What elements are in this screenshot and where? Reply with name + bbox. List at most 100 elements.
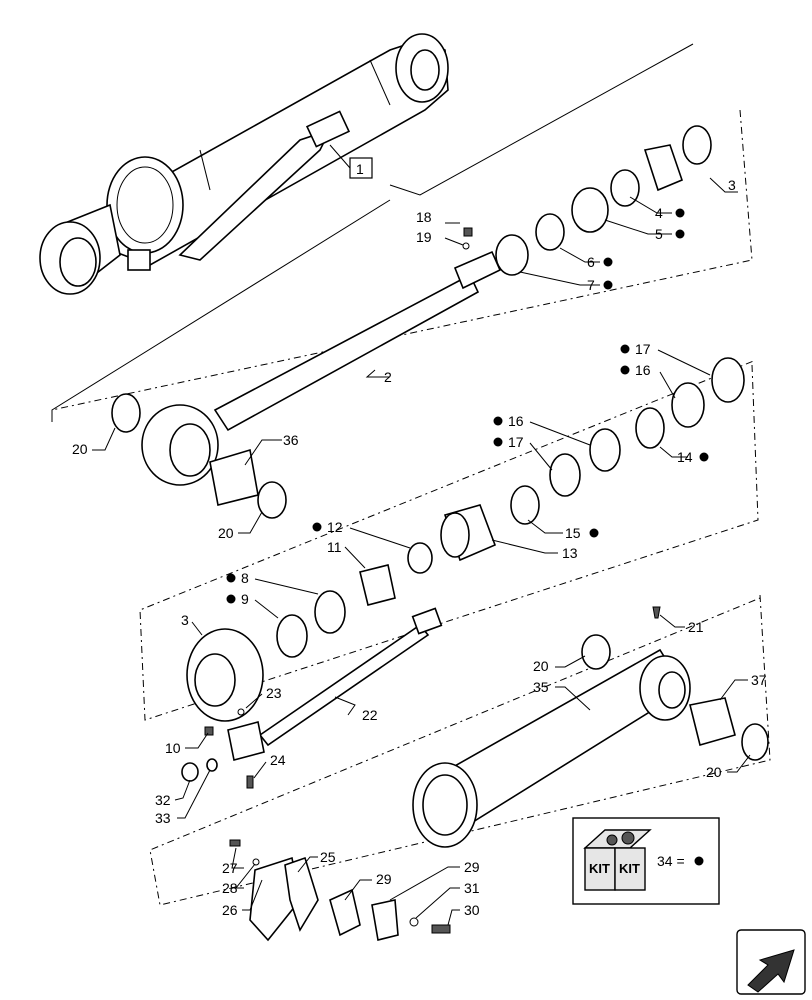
leader-10 <box>185 732 209 749</box>
leader-11 <box>344 546 366 569</box>
label-26: 26 <box>222 902 238 918</box>
label-32: 32 <box>155 792 171 808</box>
label-29a: 29 <box>376 871 392 887</box>
kit-box-front-right <box>614 847 646 891</box>
plate-29a <box>329 888 361 937</box>
leader-lines <box>92 177 751 926</box>
seal-14 <box>635 407 665 449</box>
leader-36 <box>244 439 282 466</box>
label-15: 15 <box>565 525 581 541</box>
label-9: 9 <box>241 591 249 607</box>
label-24: 24 <box>270 752 286 768</box>
cylinder-head-bolt-circle <box>116 166 174 244</box>
label-8: 8 <box>241 570 249 586</box>
leader-26 <box>242 879 263 911</box>
seal-4 <box>610 169 640 207</box>
kit-equation: 34 = <box>657 853 685 869</box>
leader-16b <box>529 421 591 446</box>
leader-24 <box>253 761 267 779</box>
dot-8 <box>226 573 236 583</box>
dot-15 <box>589 528 599 538</box>
arrow-icon[interactable] <box>747 949 795 993</box>
leader-3b <box>191 621 203 636</box>
leader-25 <box>297 856 318 873</box>
seal-17b <box>549 453 581 497</box>
leader-14 <box>659 446 688 458</box>
dot-7 <box>603 280 613 290</box>
seal-20c <box>581 634 611 670</box>
label-6: 6 <box>587 254 595 270</box>
rod-end-eye-bore <box>169 423 211 477</box>
bushing-3 <box>643 144 683 192</box>
callout-1-leader <box>329 144 351 169</box>
cylinder-head-bore <box>194 653 236 707</box>
dot-12 <box>312 522 322 532</box>
leader-29b <box>389 866 460 901</box>
seal-8 <box>314 590 346 634</box>
label-12: 12 <box>327 519 343 535</box>
piston-rod <box>213 273 480 432</box>
leader-20d <box>727 754 751 773</box>
seal-12 <box>407 542 433 574</box>
label-13: 13 <box>562 545 578 561</box>
seal-16a <box>671 382 705 428</box>
kit-legend: KIT KIT 34 = <box>572 817 720 905</box>
label-35: 35 <box>533 679 549 695</box>
leader-8 <box>254 578 319 595</box>
seal-20d <box>741 723 769 761</box>
dot-14 <box>699 452 709 462</box>
label-2: 2 <box>384 369 392 385</box>
bushing-37 <box>689 697 736 746</box>
rod-thread <box>453 250 502 290</box>
dot-5 <box>675 229 685 239</box>
dot-17a <box>620 344 630 354</box>
label-22: 22 <box>362 707 378 723</box>
leader-31 <box>415 887 460 919</box>
assembled-cylinder <box>39 33 449 295</box>
label-27: 27 <box>222 860 238 876</box>
label-30: 30 <box>464 902 480 918</box>
seal-7 <box>495 234 529 276</box>
label-18: 18 <box>416 209 432 225</box>
leader-17b <box>529 442 553 471</box>
callout-1-label: 1 <box>356 161 364 177</box>
leader-20c <box>555 655 586 668</box>
leader-28 <box>234 863 256 889</box>
clamp-assembly <box>229 839 451 942</box>
section-frames <box>51 43 771 906</box>
tube-ring-line-2 <box>369 59 391 106</box>
label-5: 5 <box>655 226 663 242</box>
tube-ring-line-1 <box>199 149 211 191</box>
kit-content-1 <box>606 834 618 846</box>
leader-3a <box>709 177 738 193</box>
part-labels: 2 3 4 5 6 7 18 19 20 20 36 17 16 16 17 1… <box>72 177 767 918</box>
pipe-fitting <box>305 110 351 148</box>
next-page-arrow-button[interactable] <box>736 929 806 995</box>
dot-17b <box>493 437 503 447</box>
bolt-27 <box>229 839 241 847</box>
kit-markers <box>226 208 709 604</box>
bolt-30 <box>431 924 451 934</box>
leader-16a <box>659 371 676 399</box>
leader-13 <box>491 539 558 554</box>
label-25: 25 <box>320 849 336 865</box>
label-16b: 16 <box>508 413 524 429</box>
label-20c: 20 <box>533 658 549 674</box>
tube-flange-bore <box>422 774 468 836</box>
label-11: 11 <box>327 539 342 555</box>
grease-plug-18 <box>463 227 473 237</box>
label-31: 31 <box>464 880 480 896</box>
clamp-25 <box>284 856 319 932</box>
seal-20a <box>111 393 141 433</box>
leader-35 <box>555 686 591 711</box>
leader-4 <box>629 196 672 214</box>
label-10: 10 <box>165 740 181 756</box>
label-17b: 17 <box>508 434 524 450</box>
piston-13-face <box>440 512 470 558</box>
dot-6 <box>603 257 613 267</box>
leader-12 <box>349 527 411 549</box>
leader-33 <box>177 769 211 819</box>
kit-dot <box>694 856 704 866</box>
kit-content-2 <box>621 831 635 845</box>
